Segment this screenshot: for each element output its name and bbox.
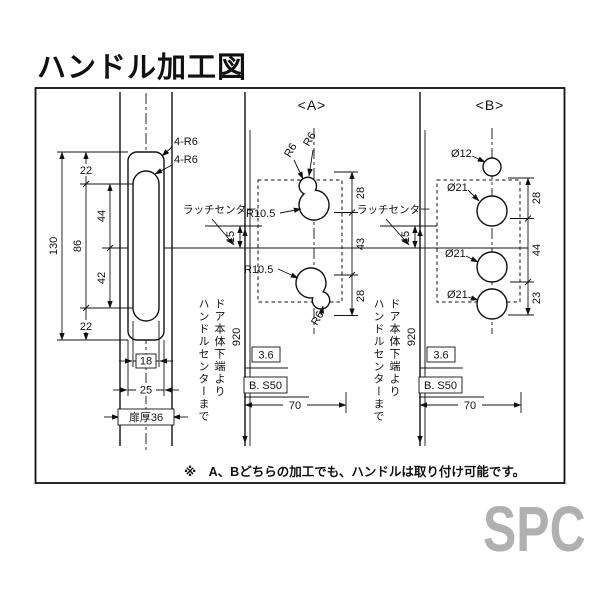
dim-25-label: 25 bbox=[140, 385, 152, 397]
keyhole-cutout-top bbox=[298, 176, 330, 221]
dim-22-bottom-label: 22 bbox=[80, 321, 92, 333]
dim-920-label: 920 bbox=[231, 328, 243, 346]
spc-watermark: SPC bbox=[483, 493, 586, 565]
dim-15-label: 15 bbox=[225, 231, 237, 243]
dim-18-label: 18 bbox=[140, 356, 152, 368]
dim-15-label: 15 bbox=[400, 231, 412, 243]
door-edge-lines bbox=[119, 92, 173, 452]
dim-44-label: 44 bbox=[96, 210, 108, 222]
backset-label: B. S50 bbox=[424, 380, 457, 392]
base-plate-dashed-outline bbox=[436, 179, 521, 303]
handle-slot-outline bbox=[132, 170, 160, 322]
dim-44-label: 44 bbox=[531, 244, 543, 256]
latch-center-label: ラッチセンター bbox=[357, 204, 431, 216]
backset-label: B. S50 bbox=[249, 380, 282, 392]
dim-3-6-label: 3.6 bbox=[258, 350, 273, 362]
view-b-vertical-note: ドア本体下端より ハンドルセンターまで bbox=[366, 298, 402, 473]
dim-28-top-label: 28 bbox=[355, 187, 367, 199]
dim-70-label: 70 bbox=[289, 400, 301, 412]
radius-r6-label-3: R6 bbox=[309, 309, 326, 327]
hole-dia21-top bbox=[476, 195, 508, 227]
radius-r6-label-1: R6 bbox=[282, 141, 299, 159]
view-a-dimension-lines bbox=[211, 149, 358, 444]
left-view: 130 86 22 22 44 42 4-R6 4-R6 18 25 扉厚36 bbox=[48, 92, 198, 452]
dim-3-6-label: 3.6 bbox=[433, 350, 448, 362]
dim-28-bottom-label: 28 bbox=[355, 290, 367, 302]
base-plate-dashed-outline bbox=[257, 179, 343, 303]
corner-radius-label-1: 4-R6 bbox=[174, 136, 198, 148]
corner-radius-label-2: 4-R6 bbox=[174, 154, 198, 166]
hole-dia21-middle bbox=[476, 251, 508, 283]
radius-r105-label-2: R10.5 bbox=[244, 264, 273, 276]
dia-21-label-2: Ø21 bbox=[445, 248, 466, 260]
dim-22-top-label: 22 bbox=[80, 165, 92, 177]
door-thickness-label: 扉厚36 bbox=[129, 411, 163, 424]
dim-23-label: 23 bbox=[531, 292, 543, 304]
view-b: <B> bbox=[357, 92, 543, 446]
page-title: ハンドル加工図 bbox=[37, 52, 248, 84]
drawing-border bbox=[34, 87, 566, 484]
view-b-label: <B> bbox=[476, 97, 505, 113]
left-view-dimension-lines bbox=[59, 146, 188, 420]
dim-28-label: 28 bbox=[531, 192, 543, 204]
dim-920-label: 920 bbox=[406, 328, 418, 346]
hole-dia21-bottom bbox=[476, 288, 508, 320]
dia-21-label-1: Ø21 bbox=[447, 182, 468, 194]
latch-center-label: ラッチセンター bbox=[183, 204, 257, 216]
vertical-note-line2: ハンドルセンターまで bbox=[372, 298, 384, 423]
radius-r105-label-1: R10.5 bbox=[246, 208, 275, 220]
dim-70-label: 70 bbox=[464, 400, 476, 412]
dim-42-label: 42 bbox=[96, 272, 108, 284]
footer-note: ※ A、Bどちらの加工でも、ハンドルは取り付け可能です。 bbox=[184, 465, 526, 479]
radius-r6-label-2: R6 bbox=[301, 130, 318, 148]
dia-21-label-3: Ø21 bbox=[447, 289, 468, 301]
view-a-vertical-note: ドア本体下端より ハンドルセンターまで bbox=[191, 298, 227, 473]
vertical-note-line1: ドア本体下端より bbox=[388, 298, 400, 398]
vertical-note-line1: ドア本体下端より bbox=[213, 298, 225, 398]
view-b-dimension-lines bbox=[385, 155, 534, 444]
dim-130-label: 130 bbox=[48, 237, 60, 255]
vertical-note-line2: ハンドルセンターまで bbox=[197, 298, 209, 423]
keyhole-cutout-bottom bbox=[295, 267, 331, 310]
dia-12-label: Ø12 bbox=[451, 148, 472, 160]
hole-dia12 bbox=[482, 157, 502, 177]
dim-43-label: 43 bbox=[355, 238, 367, 250]
left-view-extension-lines bbox=[57, 151, 165, 396]
dim-86-label: 86 bbox=[72, 240, 84, 252]
view-a-label: <A> bbox=[298, 97, 327, 113]
